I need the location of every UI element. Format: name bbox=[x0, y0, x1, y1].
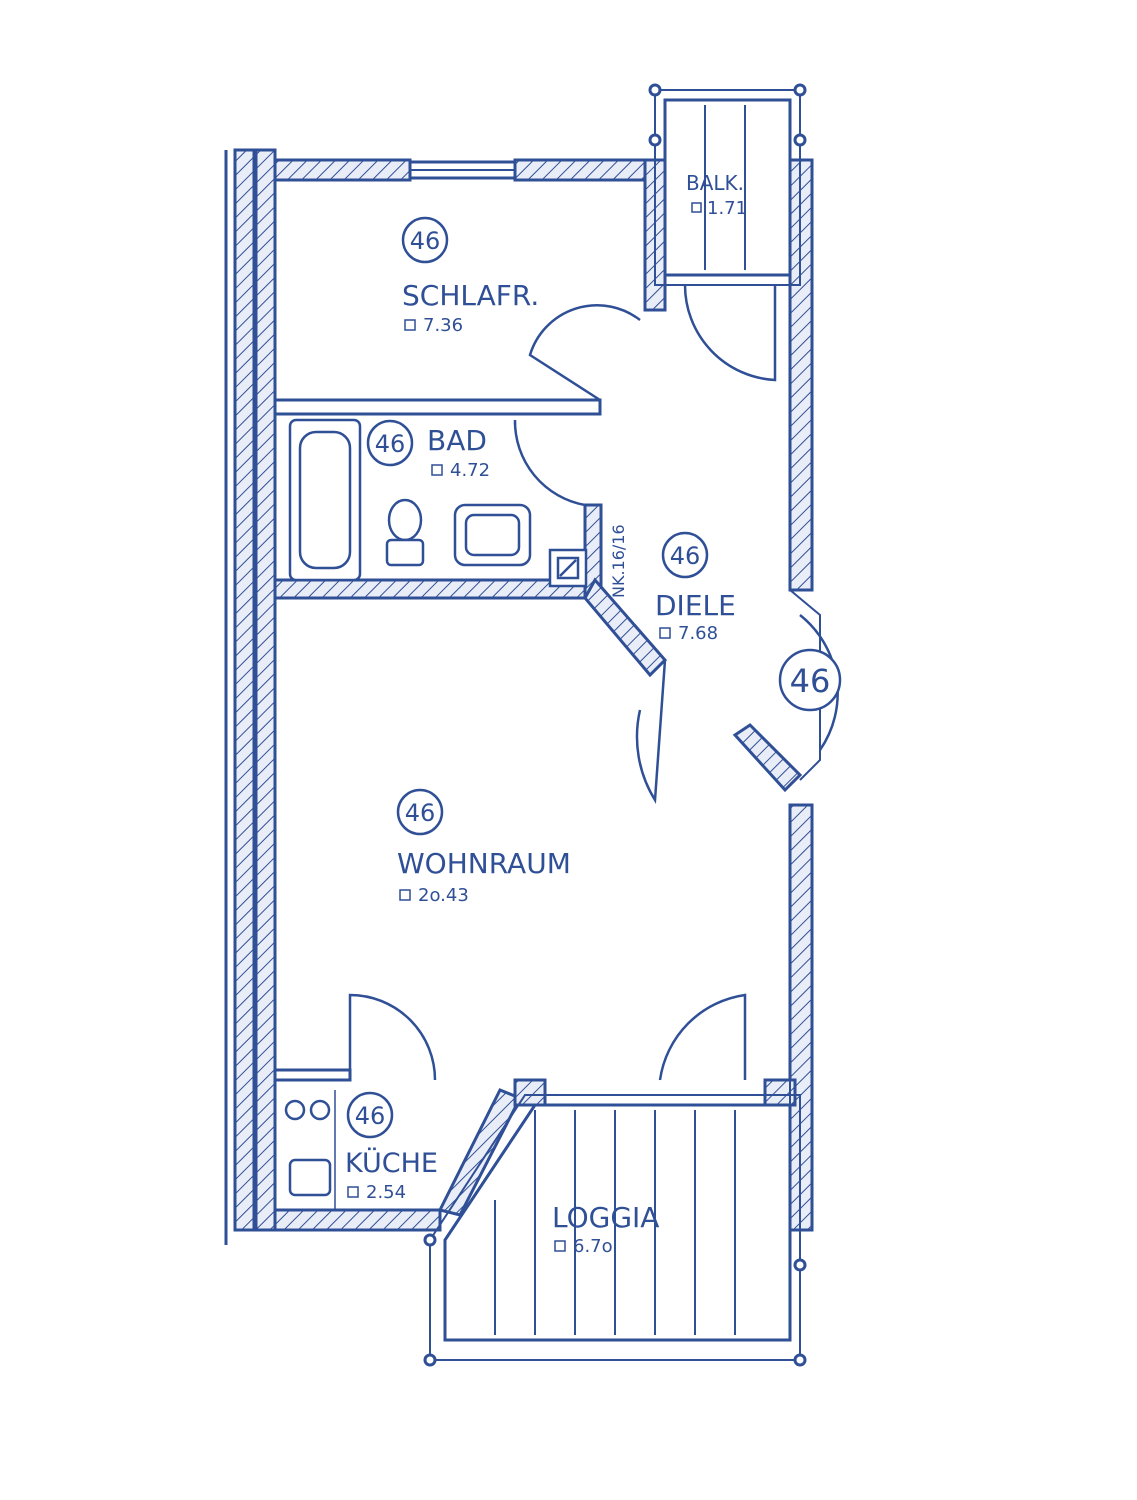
entry-number: 46 bbox=[790, 662, 831, 700]
room-area-balk: 1.71 bbox=[707, 198, 747, 219]
room-name-balk: BALK. bbox=[686, 171, 744, 195]
room-number-circle bbox=[346, 1091, 394, 1139]
loggia bbox=[423, 1094, 807, 1367]
square-icon bbox=[431, 464, 443, 476]
toilet-icon bbox=[387, 498, 423, 542]
square-icon bbox=[347, 1186, 359, 1198]
room-area-kueche: 2.54 bbox=[366, 1182, 406, 1203]
doors bbox=[348, 284, 839, 1081]
door-bedroom bbox=[528, 304, 641, 402]
kitchen-sink-icon bbox=[288, 1158, 332, 1197]
door-bath bbox=[513, 419, 586, 507]
walls bbox=[224, 148, 814, 1245]
room-number-circle bbox=[401, 216, 449, 264]
wall-kitchen-north bbox=[273, 1068, 352, 1082]
square-icon bbox=[399, 889, 411, 901]
wall-north-right bbox=[513, 158, 667, 182]
room-area-diele: 7.68 bbox=[678, 623, 718, 644]
room-name-loggia: LOGGIA bbox=[552, 1201, 659, 1234]
door-balcony bbox=[683, 284, 777, 382]
room-number-circle bbox=[661, 531, 709, 579]
square-icon bbox=[404, 319, 416, 331]
room-name-bad: BAD bbox=[427, 424, 487, 457]
wall-diagonal bbox=[583, 577, 668, 678]
room-number: 46 bbox=[375, 430, 406, 458]
room-area-loggia: 6.7o bbox=[573, 1236, 613, 1257]
stove-burner-icon bbox=[284, 1099, 306, 1121]
fixtures bbox=[284, 418, 588, 1210]
room-labels: 46 46 46 46 46 46 SCHLAFR. BAD DIELE WOH… bbox=[345, 171, 830, 1257]
door-kitchen bbox=[348, 993, 437, 1081]
wall-entry bbox=[732, 723, 803, 793]
room-number-circle bbox=[778, 648, 842, 712]
wall-kitchen-south bbox=[273, 1208, 442, 1232]
room-area-bad: 4.72 bbox=[450, 460, 490, 481]
wall-living-loggia-left bbox=[513, 1078, 547, 1107]
square-icon bbox=[691, 202, 702, 213]
room-number: 46 bbox=[355, 1102, 386, 1130]
room-number: 46 bbox=[410, 227, 441, 255]
door-loggia bbox=[658, 993, 747, 1081]
shaft-label: NK.16/16 bbox=[609, 524, 628, 598]
room-area-wohnraum: 2o.43 bbox=[418, 885, 469, 906]
door-living bbox=[635, 659, 667, 804]
wall-bath-living bbox=[273, 578, 597, 600]
balcony bbox=[648, 83, 807, 286]
room-number-circle bbox=[366, 419, 414, 467]
room-number-circle bbox=[396, 788, 444, 836]
room-name-schlafr: SCHLAFR. bbox=[402, 279, 539, 312]
room-area-schlafr: 7.36 bbox=[423, 315, 463, 336]
room-number: 46 bbox=[405, 799, 436, 827]
wall-bed-bath bbox=[273, 398, 602, 416]
room-name-wohnraum: WOHNRAUM bbox=[397, 847, 571, 880]
room-name-diele: DIELE bbox=[655, 589, 736, 622]
square-icon bbox=[659, 627, 671, 639]
shaft-icon bbox=[548, 548, 588, 588]
stove-burner-icon bbox=[309, 1099, 331, 1121]
room-number: 46 bbox=[670, 542, 701, 570]
square-icon bbox=[554, 1240, 566, 1252]
wall-north-left bbox=[273, 158, 412, 182]
room-name-kueche: KÜCHE bbox=[345, 1147, 438, 1179]
